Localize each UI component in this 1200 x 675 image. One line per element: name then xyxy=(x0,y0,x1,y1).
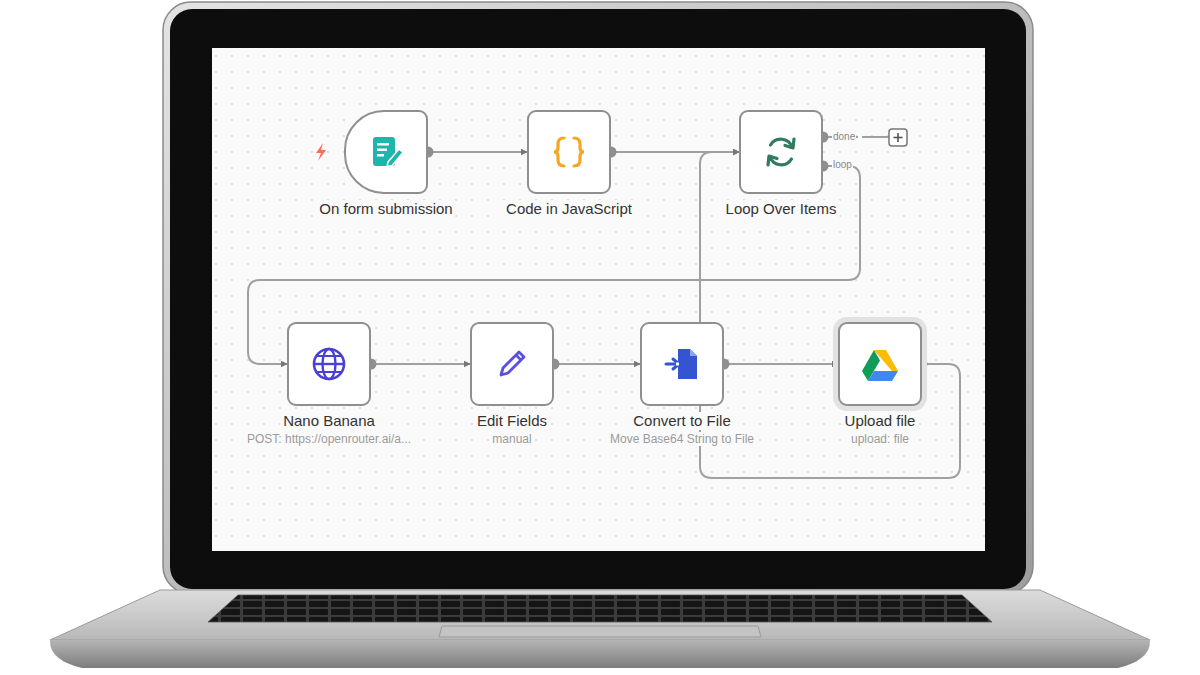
laptop-lid xyxy=(163,2,1033,594)
node-title: Convert to File xyxy=(630,412,734,430)
connector-line xyxy=(554,363,640,365)
laptop-base xyxy=(50,590,1150,640)
canvas-grid xyxy=(212,48,985,551)
node-title: Nano Banana xyxy=(280,412,378,430)
node-subtitle: manual xyxy=(489,432,534,446)
node-icon xyxy=(761,132,801,172)
connector xyxy=(549,359,641,370)
connector xyxy=(719,359,839,370)
connector-line xyxy=(371,363,470,365)
workflow-node: Upload fileupload: file xyxy=(838,322,922,406)
port-label: done xyxy=(832,131,856,143)
connector xyxy=(423,147,528,158)
add-button xyxy=(889,129,907,146)
node-title: Code in JavaScript xyxy=(503,200,635,218)
connector-line xyxy=(700,152,960,478)
node-icon xyxy=(662,344,702,384)
node-icon xyxy=(309,344,349,384)
workflow-node: Edit Fieldsmanual xyxy=(470,322,554,406)
node-icon xyxy=(860,344,900,384)
workflow-node: Convert to FileMove Base64 String to Fil… xyxy=(640,322,724,406)
node-title: On form submission xyxy=(316,200,455,218)
node-title: Loop Over Items xyxy=(723,200,840,218)
node-icon xyxy=(492,344,532,384)
trigger-bolt xyxy=(316,143,326,161)
plus-icon xyxy=(894,137,903,139)
connector xyxy=(700,152,960,478)
screen xyxy=(212,48,985,551)
workflow-node: Code in JavaScript xyxy=(527,110,611,194)
node-subtitle: Move Base64 String to File xyxy=(607,432,757,446)
trackpad xyxy=(439,626,761,637)
workflow-node: Loop Over Items xyxy=(739,110,823,194)
screen-bezel xyxy=(170,9,1026,589)
port-label: loop xyxy=(832,159,853,171)
node-title: Upload file xyxy=(842,412,919,430)
node-title: Edit Fields xyxy=(474,412,550,430)
node-icon xyxy=(366,132,406,172)
trigger-node: On form submission xyxy=(344,110,428,194)
done-stub xyxy=(862,136,889,138)
connector-line xyxy=(724,363,838,365)
connector-line xyxy=(428,151,527,153)
keyboard xyxy=(208,595,992,622)
node-subtitle: upload: file xyxy=(848,432,912,446)
workflow-node: Nano BananaPOST: https://openrouter.ai/a… xyxy=(287,322,371,406)
connector xyxy=(366,359,471,370)
laptop-lip xyxy=(50,640,1150,668)
node-icon xyxy=(549,132,589,172)
node-subtitle: POST: https://openrouter.ai/a... xyxy=(244,432,414,446)
